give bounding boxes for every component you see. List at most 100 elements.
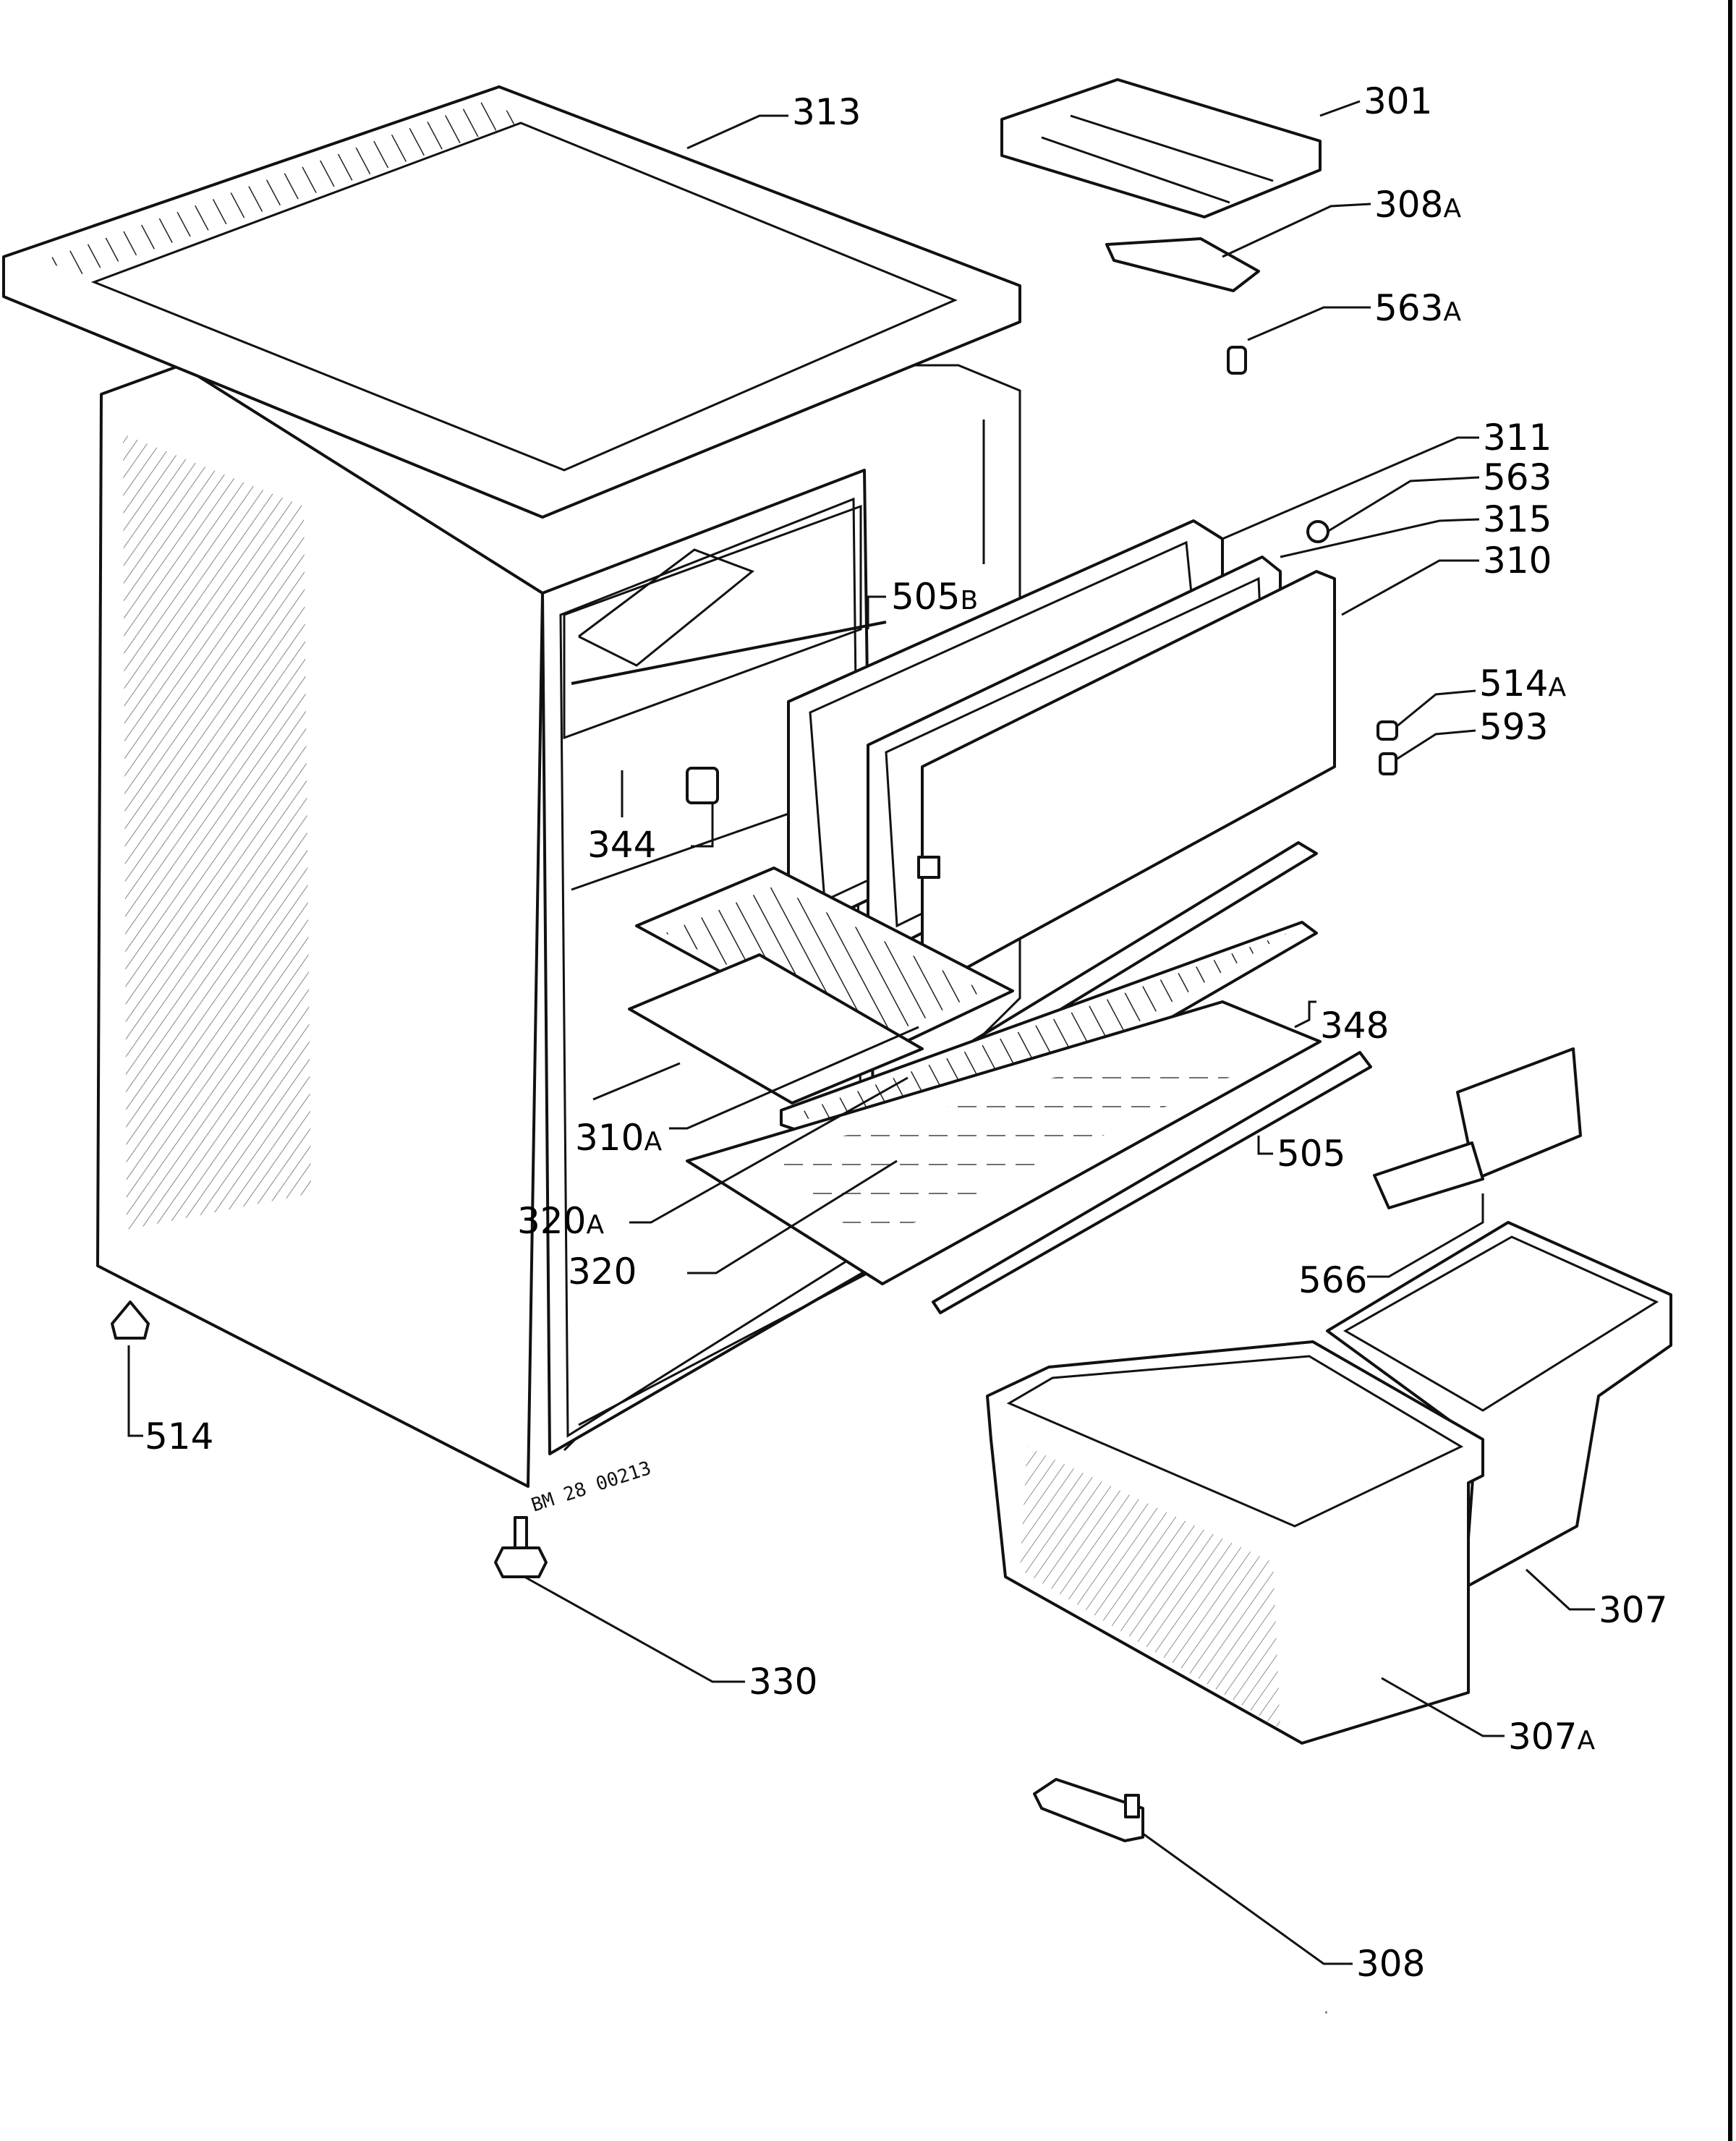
leader-308a: [1222, 203, 1371, 258]
callout-514a: 514A: [1479, 663, 1566, 705]
part-308-hinge: [1033, 1778, 1144, 1842]
callout-307a-suffix: A: [1577, 1726, 1595, 1755]
callout-320a-number: 320: [517, 1200, 586, 1242]
leader-311: [1222, 436, 1479, 540]
leader-320a: [629, 1076, 909, 1224]
leader-348: [1294, 1000, 1316, 1029]
callout-307: 307: [1599, 1589, 1667, 1631]
leader-307a: [1381, 1677, 1505, 1737]
ice-tray-divider: [1041, 136, 1230, 204]
drawing-stamp: BM 28 00213: [529, 1457, 654, 1517]
leader-563: [1327, 476, 1480, 533]
part-505b-strip: [571, 621, 887, 685]
callout-344: 344: [587, 824, 656, 866]
cabinet-ledge-2: [592, 1062, 681, 1101]
callout-505b-number: 505: [891, 576, 960, 618]
leader-505: [1257, 1136, 1273, 1155]
leader-514: [127, 1345, 143, 1437]
part-307a-drawer-shading: [1020, 1447, 1280, 1729]
leader-310a: [669, 1026, 919, 1130]
part-563-cap: [1306, 520, 1329, 543]
freezer-door-assembly: [787, 519, 1336, 982]
callout-505: 505: [1277, 1133, 1345, 1175]
hinge-pin: [1124, 1794, 1140, 1818]
part-514a-foot: [1377, 720, 1398, 741]
leader-307: [1525, 1568, 1595, 1611]
callout-320a-suffix: A: [586, 1210, 604, 1240]
part-593-screw: [1379, 752, 1397, 775]
callout-593: 593: [1479, 706, 1548, 748]
part-310a-shelf-grid: [665, 886, 984, 1042]
callout-563a: 563A: [1374, 287, 1461, 329]
cabinet-ledge-3: [578, 1272, 869, 1426]
callout-313: 313: [792, 91, 861, 133]
scoop-handle: [1373, 1141, 1484, 1209]
leader-330: [524, 1575, 745, 1683]
leader-lines: [127, 100, 1595, 1965]
callout-311: 311: [1483, 417, 1552, 459]
part-308a-hinge: [1105, 237, 1260, 292]
part-320a-shelf: [628, 953, 924, 1104]
callout-301: 301: [1363, 80, 1432, 122]
ice-tray-outline: [1000, 78, 1322, 218]
part-307-drawer-rim: [1343, 1235, 1659, 1412]
freezer-compartment: [563, 504, 862, 740]
leader-514a: [1395, 689, 1476, 728]
part-307-small-drawer: [1326, 1221, 1672, 1589]
callout-563a-suffix: A: [1443, 297, 1461, 327]
leader-320: [687, 1159, 898, 1274]
screw-hex-nut: [494, 1546, 548, 1578]
leader-315: [1280, 518, 1480, 558]
cabinet-side-shading: [123, 434, 311, 1230]
leader-301: [1319, 100, 1361, 117]
leader-344-bracket: [691, 803, 714, 848]
door-handle: [917, 856, 940, 879]
callout-505b-suffix: B: [960, 586, 978, 616]
leader-308: [1142, 1832, 1353, 1965]
leader-505b: [867, 595, 886, 629]
callout-505b: 505B: [891, 576, 978, 618]
callout-310a: 310A: [575, 1117, 662, 1159]
part-313-top-cover: [2, 85, 1021, 519]
callout-348: 348: [1320, 1005, 1389, 1047]
callout-308a: 308A: [1374, 184, 1461, 226]
leader-310: [1341, 559, 1479, 616]
part-505-strip: [932, 1051, 1372, 1314]
callout-307a-number: 307: [1508, 1716, 1577, 1758]
scan-mark: ·: [1324, 2004, 1329, 2022]
leader-563a: [1247, 306, 1371, 341]
callout-566: 566: [1298, 1259, 1367, 1301]
callout-308: 308: [1356, 1943, 1425, 1985]
screw-shaft: [514, 1516, 528, 1549]
part-307a-drawer-rim: [1006, 1355, 1464, 1528]
callout-563: 563: [1483, 456, 1552, 498]
part-307a-large-drawer: [986, 1340, 1484, 1745]
top-cover-vent-grille: [43, 101, 528, 275]
hinge-plate: [1033, 1778, 1144, 1842]
leader-566: [1367, 1193, 1484, 1278]
callout-307a: 307A: [1508, 1716, 1595, 1758]
callout-308a-suffix: A: [1443, 194, 1461, 224]
part-330-leveling-screw: [494, 1516, 548, 1578]
part-348-glass-reflection: [767, 1049, 1244, 1244]
callout-563a-number: 563: [1374, 287, 1443, 329]
leader-593: [1395, 729, 1476, 761]
ice-tray-divider-2: [1070, 114, 1274, 182]
callout-labels: 313 301 308A 563A 311 563 315 310 505B 5…: [145, 80, 1667, 1985]
callout-310a-suffix: A: [644, 1127, 662, 1157]
leader-313: [686, 114, 788, 150]
part-514-foot: [111, 1301, 150, 1340]
part-301-ice-tray: [1000, 78, 1322, 218]
part-563a-pin: [1227, 346, 1247, 375]
callout-315: 315: [1483, 498, 1552, 540]
part-566-ice-scoop: [1373, 1047, 1582, 1209]
callout-514a-suffix: A: [1548, 673, 1566, 702]
callout-514: 514: [145, 1416, 213, 1457]
freezer-evaporator: [578, 548, 754, 667]
callout-514a-number: 514: [1479, 663, 1548, 705]
top-cover-inner-panel: [90, 122, 958, 472]
callout-310a-number: 310: [575, 1117, 644, 1159]
crisper-drawers: [986, 1221, 1672, 1745]
callout-320a: 320A: [517, 1200, 604, 1242]
